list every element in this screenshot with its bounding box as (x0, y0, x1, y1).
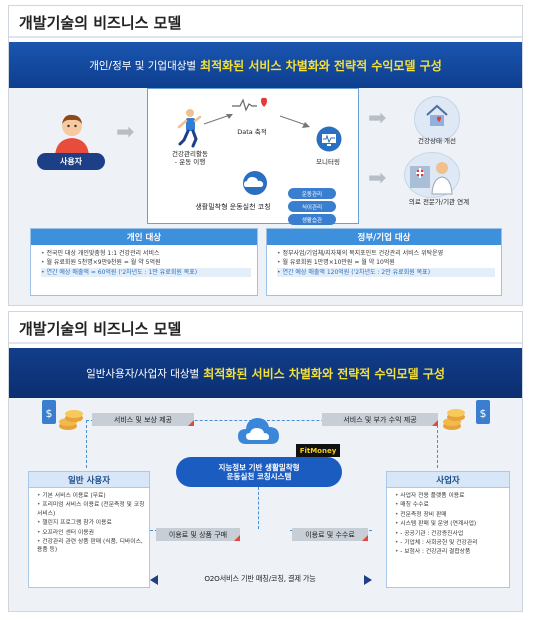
general-user-header: 일반 사용자 (29, 472, 149, 488)
banner: 개인/정부 및 기업대상별 최적화된 서비스 차별화와 전략적 수익모델 구성 (9, 42, 522, 88)
doctor-icon (410, 162, 453, 195)
banner-prefix: 개인/정부 및 기업대상별 (89, 59, 197, 72)
corner-marker (362, 535, 368, 541)
center-line2: 운동실천 코칭시스템 (226, 472, 292, 481)
list-item: - 기업체 : 사회공헌 및 건강관리 (395, 539, 505, 547)
business-header: 사업자 (387, 472, 509, 488)
general-user-box: 일반 사용자 기본 서비스 이용료 (무료) 프리미엄 서비스 이용료 (전문측… (28, 471, 150, 588)
banner: 일반사용자/사업자 대상별 최적화된 서비스 차별화와 전략적 수익모델 구성 (9, 348, 522, 398)
center-line1: 지능정보 기반 생활밀착형 (218, 462, 300, 472)
double-arrow-icon (150, 575, 372, 585)
coins-icon (59, 410, 83, 430)
arrow-right-icon: ➡ (116, 120, 135, 145)
list-item: 월 유료회원 5천명×9만9천원 = 월 약 5억원 (41, 258, 251, 267)
coaching-label: 생활밀착형 운동실천 코칭 (195, 203, 271, 211)
fee-commission-text: 이용료 및 수수료 (305, 530, 355, 539)
feature-exercise: 운동관리 (288, 188, 336, 199)
dollar-phone-icon: $ (42, 400, 56, 424)
list-item: 연간 예상 매출액 120억원 ('2차년도 : 2만 유료회원 목표) (277, 267, 495, 277)
list-item: - 공공기관 : 건강증진사업 (395, 530, 505, 538)
feature-lifestyle: 생활습관 (288, 214, 336, 225)
cloud-icon (243, 171, 267, 195)
corner-marker (234, 535, 240, 541)
coins-icon (443, 409, 465, 430)
service-reward-label: 서비스 및 보상 제공 (92, 413, 194, 426)
list-item: 매칭 수수료 (395, 501, 505, 509)
list-item: 시스템 판매 및 운영 (연계사업) (395, 520, 505, 528)
fitmoney-logo: FitMoney (296, 444, 340, 457)
heart-icon (232, 97, 267, 112)
monitor-icon (316, 126, 342, 152)
individual-header: 개인 대상 (31, 229, 257, 245)
fee-commission-label: 이용료 및 수수료 (292, 528, 368, 541)
title-divider (9, 36, 522, 38)
service-revenue-label: 서비스 및 부가 수익 제공 (322, 413, 438, 426)
banner-prefix: 일반사용자/사업자 대상별 (86, 367, 200, 380)
data-label: Data 축적 (237, 128, 267, 136)
list-item: 연간 예상 매출액 = 60억원 ('2차년도 : 1만 유료회원 목표) (41, 267, 251, 277)
service-revenue-text: 서비스 및 부가 수익 제공 (343, 415, 417, 424)
slide-title: 개발기술의 비즈니스 모델 (19, 320, 182, 338)
center-system: 지능정보 기반 생활밀착형 운동실천 코칭시스템 (176, 457, 342, 487)
list-item: 챌린지 프로그램 참가 이용료 (37, 519, 145, 527)
fee-purchase-text: 이용료 및 상품 구매 (168, 530, 228, 539)
svg-text:$: $ (46, 407, 53, 420)
list-item: 건강관리 관련 상품 판매 (식품, 디바이스, 용품 등) (37, 538, 145, 555)
outcome-medical-label: 의료 전문가/기관 연계 (408, 198, 470, 206)
banner-highlight: 최적화된 서비스 차별화와 전략적 수익모델 구성 (200, 58, 442, 73)
government-box: 정부/기업 대상 정부사업/기업체/지자체의 복지포인트 건강관리 서비스 위탁… (266, 228, 502, 296)
runner-icon (177, 109, 202, 148)
feature-diet: 식이관리 (288, 201, 336, 212)
list-item: 월 유료회원 1만명×10만원 = 월 약 10억원 (277, 258, 495, 267)
dollar-phone-icon: $ (476, 400, 490, 424)
list-item: 오프라인 센터 이용권 (37, 529, 145, 537)
flow-arrow-icon (203, 114, 233, 125)
banner-highlight: 최적화된 서비스 차별화와 전략적 수익모델 구성 (203, 366, 445, 381)
house-icon (426, 104, 448, 126)
list-item: - 보험사 : 건강관리 결합상품 (395, 548, 505, 556)
list-item: 전국민 대상 개인맞춤형 1:1 건강관리 서비스 (41, 249, 251, 258)
cloud-icon (238, 418, 279, 444)
o2o-label: O2O서비스 기반 매칭/코칭, 결제 가능 (204, 574, 316, 583)
corner-marker (432, 420, 438, 426)
user-label: 사용자 (37, 153, 105, 170)
title-divider (9, 342, 522, 344)
business-box: 사업자 사업자 전용 플랫폼 이용료 매칭 수수료 전문측정 장비 판매 시스템… (386, 471, 510, 588)
dashed-connector (258, 487, 259, 529)
list-item: 기본 서비스 이용료 (무료) (37, 492, 145, 500)
government-header: 정부/기업 대상 (267, 229, 501, 245)
list-item: 정부사업/기업체/지자체의 복지포인트 건강관리 서비스 위탁운영 (277, 249, 495, 258)
corner-marker (188, 420, 194, 426)
individual-box: 개인 대상 전국민 대상 개인맞춤형 1:1 건강관리 서비스 월 유료회원 5… (30, 228, 258, 296)
monitoring-label: 모니터링 (316, 158, 340, 166)
service-reward-text: 서비스 및 보상 제공 (113, 415, 173, 424)
list-item: 사업자 전용 플랫폼 이용료 (395, 492, 505, 500)
arrow-right-icon: ➡ (368, 166, 387, 191)
svg-text:$: $ (480, 407, 487, 420)
fee-purchase-label: 이용료 및 상품 구매 (156, 528, 240, 541)
slide-title: 개발기술의 비즈니스 모델 (19, 14, 182, 32)
user-icon (55, 114, 89, 156)
activity-label: 건강관리활동 - 운동 이행 (172, 150, 208, 167)
list-item: 프리미엄 서비스 이용료 (전문측정 및 코칭 서비스) (37, 501, 145, 518)
arrow-right-icon: ➡ (368, 106, 387, 131)
flow-arrow-icon (279, 115, 310, 128)
list-item: 전문측정 장비 판매 (395, 511, 505, 519)
outcome-health-label: 건강상태 개선 (418, 137, 456, 145)
